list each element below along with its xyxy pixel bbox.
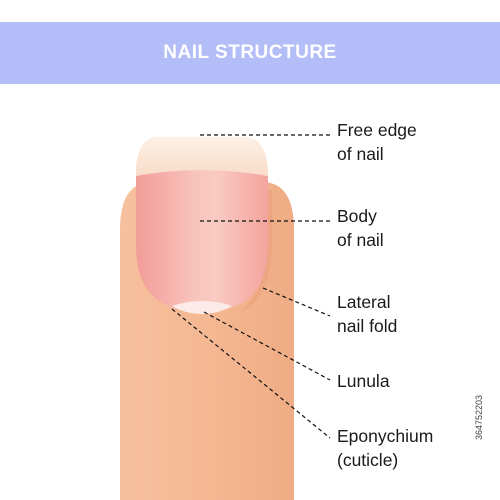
title-banner: NAIL STRUCTURE (0, 22, 500, 84)
nail-body (136, 170, 268, 312)
leader-eponychium (171, 308, 331, 439)
leader-lateral-fold (262, 287, 331, 317)
lunula (172, 301, 232, 314)
lateral-fold-shade (240, 190, 272, 312)
diagram-title: NAIL STRUCTURE (163, 42, 337, 63)
label-lunula: Lunula (337, 371, 390, 391)
stock-id: 364752203 (474, 394, 484, 440)
label-eponychium: Eponychium (cuticle) (337, 426, 434, 470)
nail-free-edge (136, 137, 268, 176)
label-body: Body of nail (337, 206, 384, 250)
leader-lunula (203, 311, 331, 381)
label-lateral-fold: Lateral nail fold (337, 292, 398, 336)
label-free-edge: Free edge of nail (337, 120, 417, 164)
